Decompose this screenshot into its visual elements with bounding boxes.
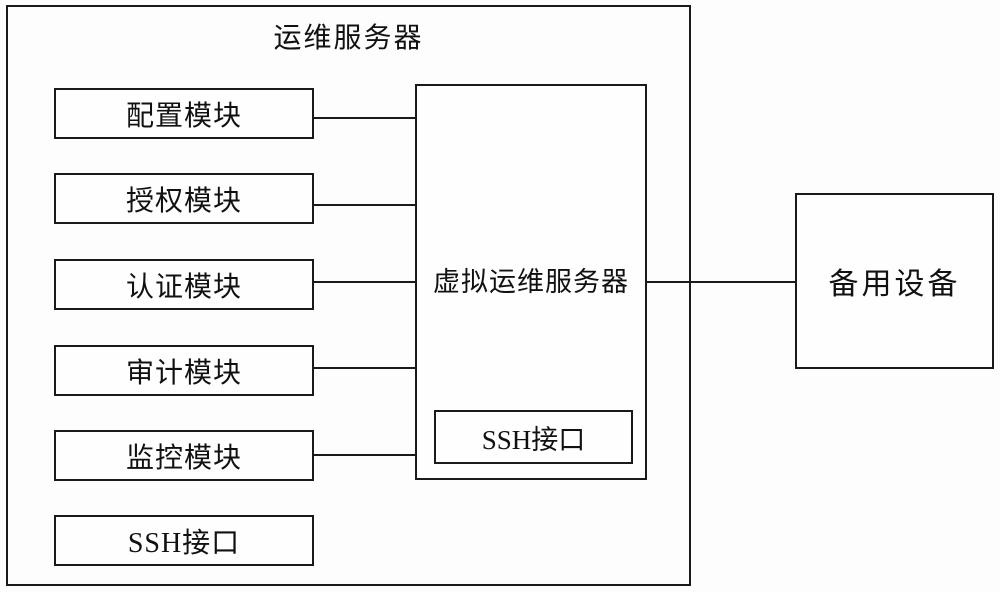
connector-authorization-to-virtual-server: [313, 204, 416, 206]
module-label-authorization: 授权模块: [125, 185, 242, 217]
virtual-ssh-interface-box: SSH接口: [434, 410, 633, 464]
module-box-ssh-interface: SSH接口: [54, 515, 314, 566]
ops-server-box: 运维服务器: [6, 5, 691, 586]
virtual-ssh-interface-label: SSH接口: [481, 424, 586, 455]
ops-server-title: 运维服务器: [273, 23, 424, 54]
virtual-ops-server-label: 虚拟运维服务器: [433, 267, 629, 297]
connector-authentication-to-virtual-server: [313, 281, 416, 283]
connector-monitoring-to-virtual-server: [313, 454, 416, 456]
connector-audit-to-virtual-server: [313, 367, 416, 369]
module-box-audit: 审计模块: [54, 345, 314, 396]
backup-device-box: 备用设备: [795, 193, 994, 369]
module-box-authorization: 授权模块: [54, 173, 314, 224]
connector-config-to-virtual-server: [313, 117, 416, 119]
module-label-config: 配置模块: [125, 100, 242, 132]
backup-device-label: 备用设备: [828, 268, 961, 301]
module-box-monitoring: 监控模块: [54, 430, 314, 481]
module-label-monitoring: 监控模块: [125, 442, 242, 474]
module-label-authentication: 认证模块: [125, 271, 242, 303]
module-box-config: 配置模块: [54, 88, 314, 139]
module-label-ssh-interface: SSH接口: [127, 527, 241, 559]
virtual-ops-server-box: 虚拟运维服务器 SSH接口: [415, 84, 647, 480]
module-box-authentication: 认证模块: [54, 259, 314, 310]
module-label-audit: 审计模块: [125, 357, 242, 389]
connector-virtual-server-to-backup-device: [646, 281, 795, 283]
